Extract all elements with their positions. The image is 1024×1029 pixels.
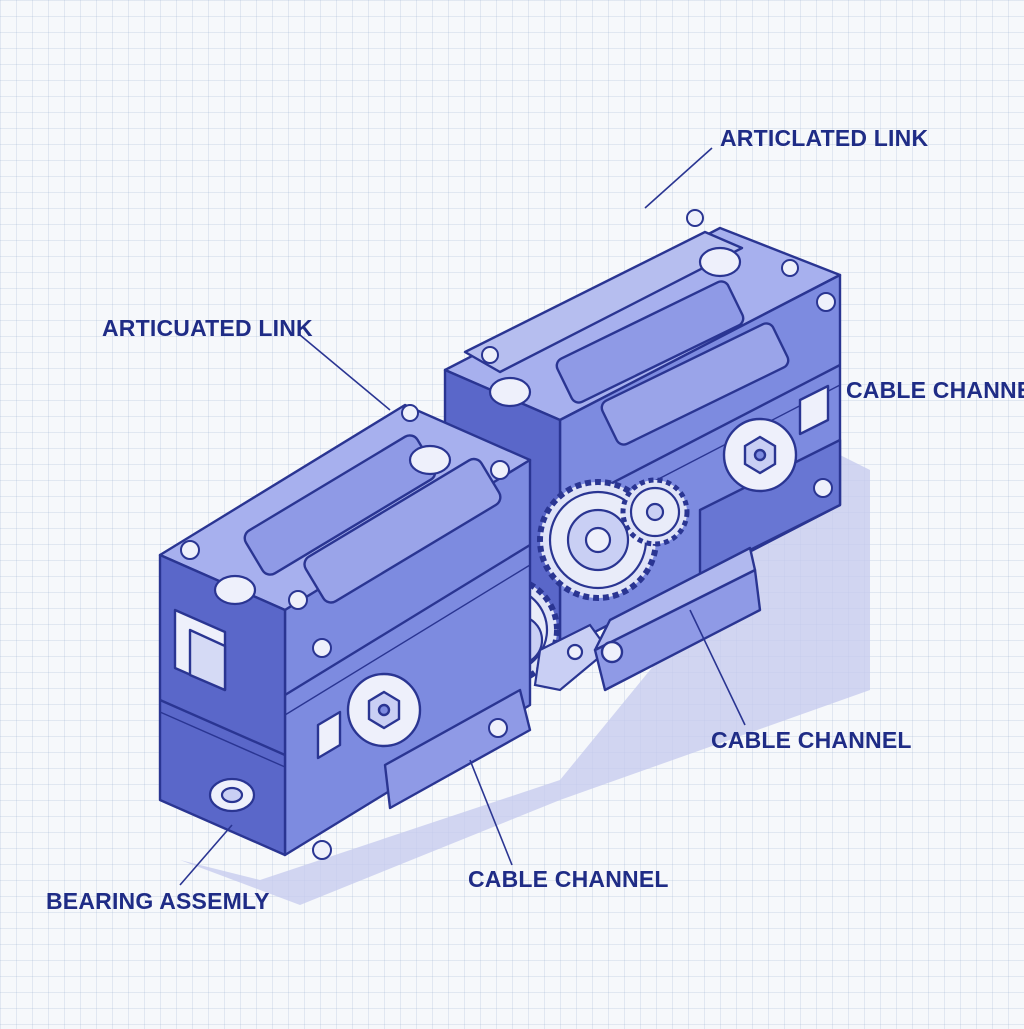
front-mount-holes	[180, 404, 510, 860]
label-articulated-link-left: ARTICUATED LINK	[102, 315, 313, 341]
rear-bolt-plate	[722, 417, 798, 493]
rear-mount-holes	[481, 209, 836, 498]
label-cable-channel-bottom: CABLE CHANNEL	[468, 866, 669, 892]
leader-line-articulated-link-left	[299, 334, 391, 411]
label-articulated-link-top: ARTICLATED LINK	[720, 125, 929, 151]
rear-bearing-shaft	[488, 246, 742, 408]
leader-line-cable-channel-middle	[689, 609, 746, 726]
label-bearing-assembly: BEARING ASSEMLY	[46, 888, 270, 914]
label-cable-channel-right: CABLE CHANNEL	[846, 377, 1024, 403]
label-cable-channel-middle: CABLE CHANNEL	[711, 727, 912, 753]
leader-lines	[179, 147, 746, 886]
front-bolt-plate	[346, 672, 422, 748]
leader-line-articulated-link-top	[644, 147, 713, 209]
cable-channel-plate-right	[593, 546, 762, 692]
leader-line-cable-channel-bottom	[469, 759, 513, 866]
bearing-icon	[208, 444, 452, 813]
leader-line-bearing-assembly	[179, 824, 233, 886]
gear-icon	[620, 477, 690, 547]
